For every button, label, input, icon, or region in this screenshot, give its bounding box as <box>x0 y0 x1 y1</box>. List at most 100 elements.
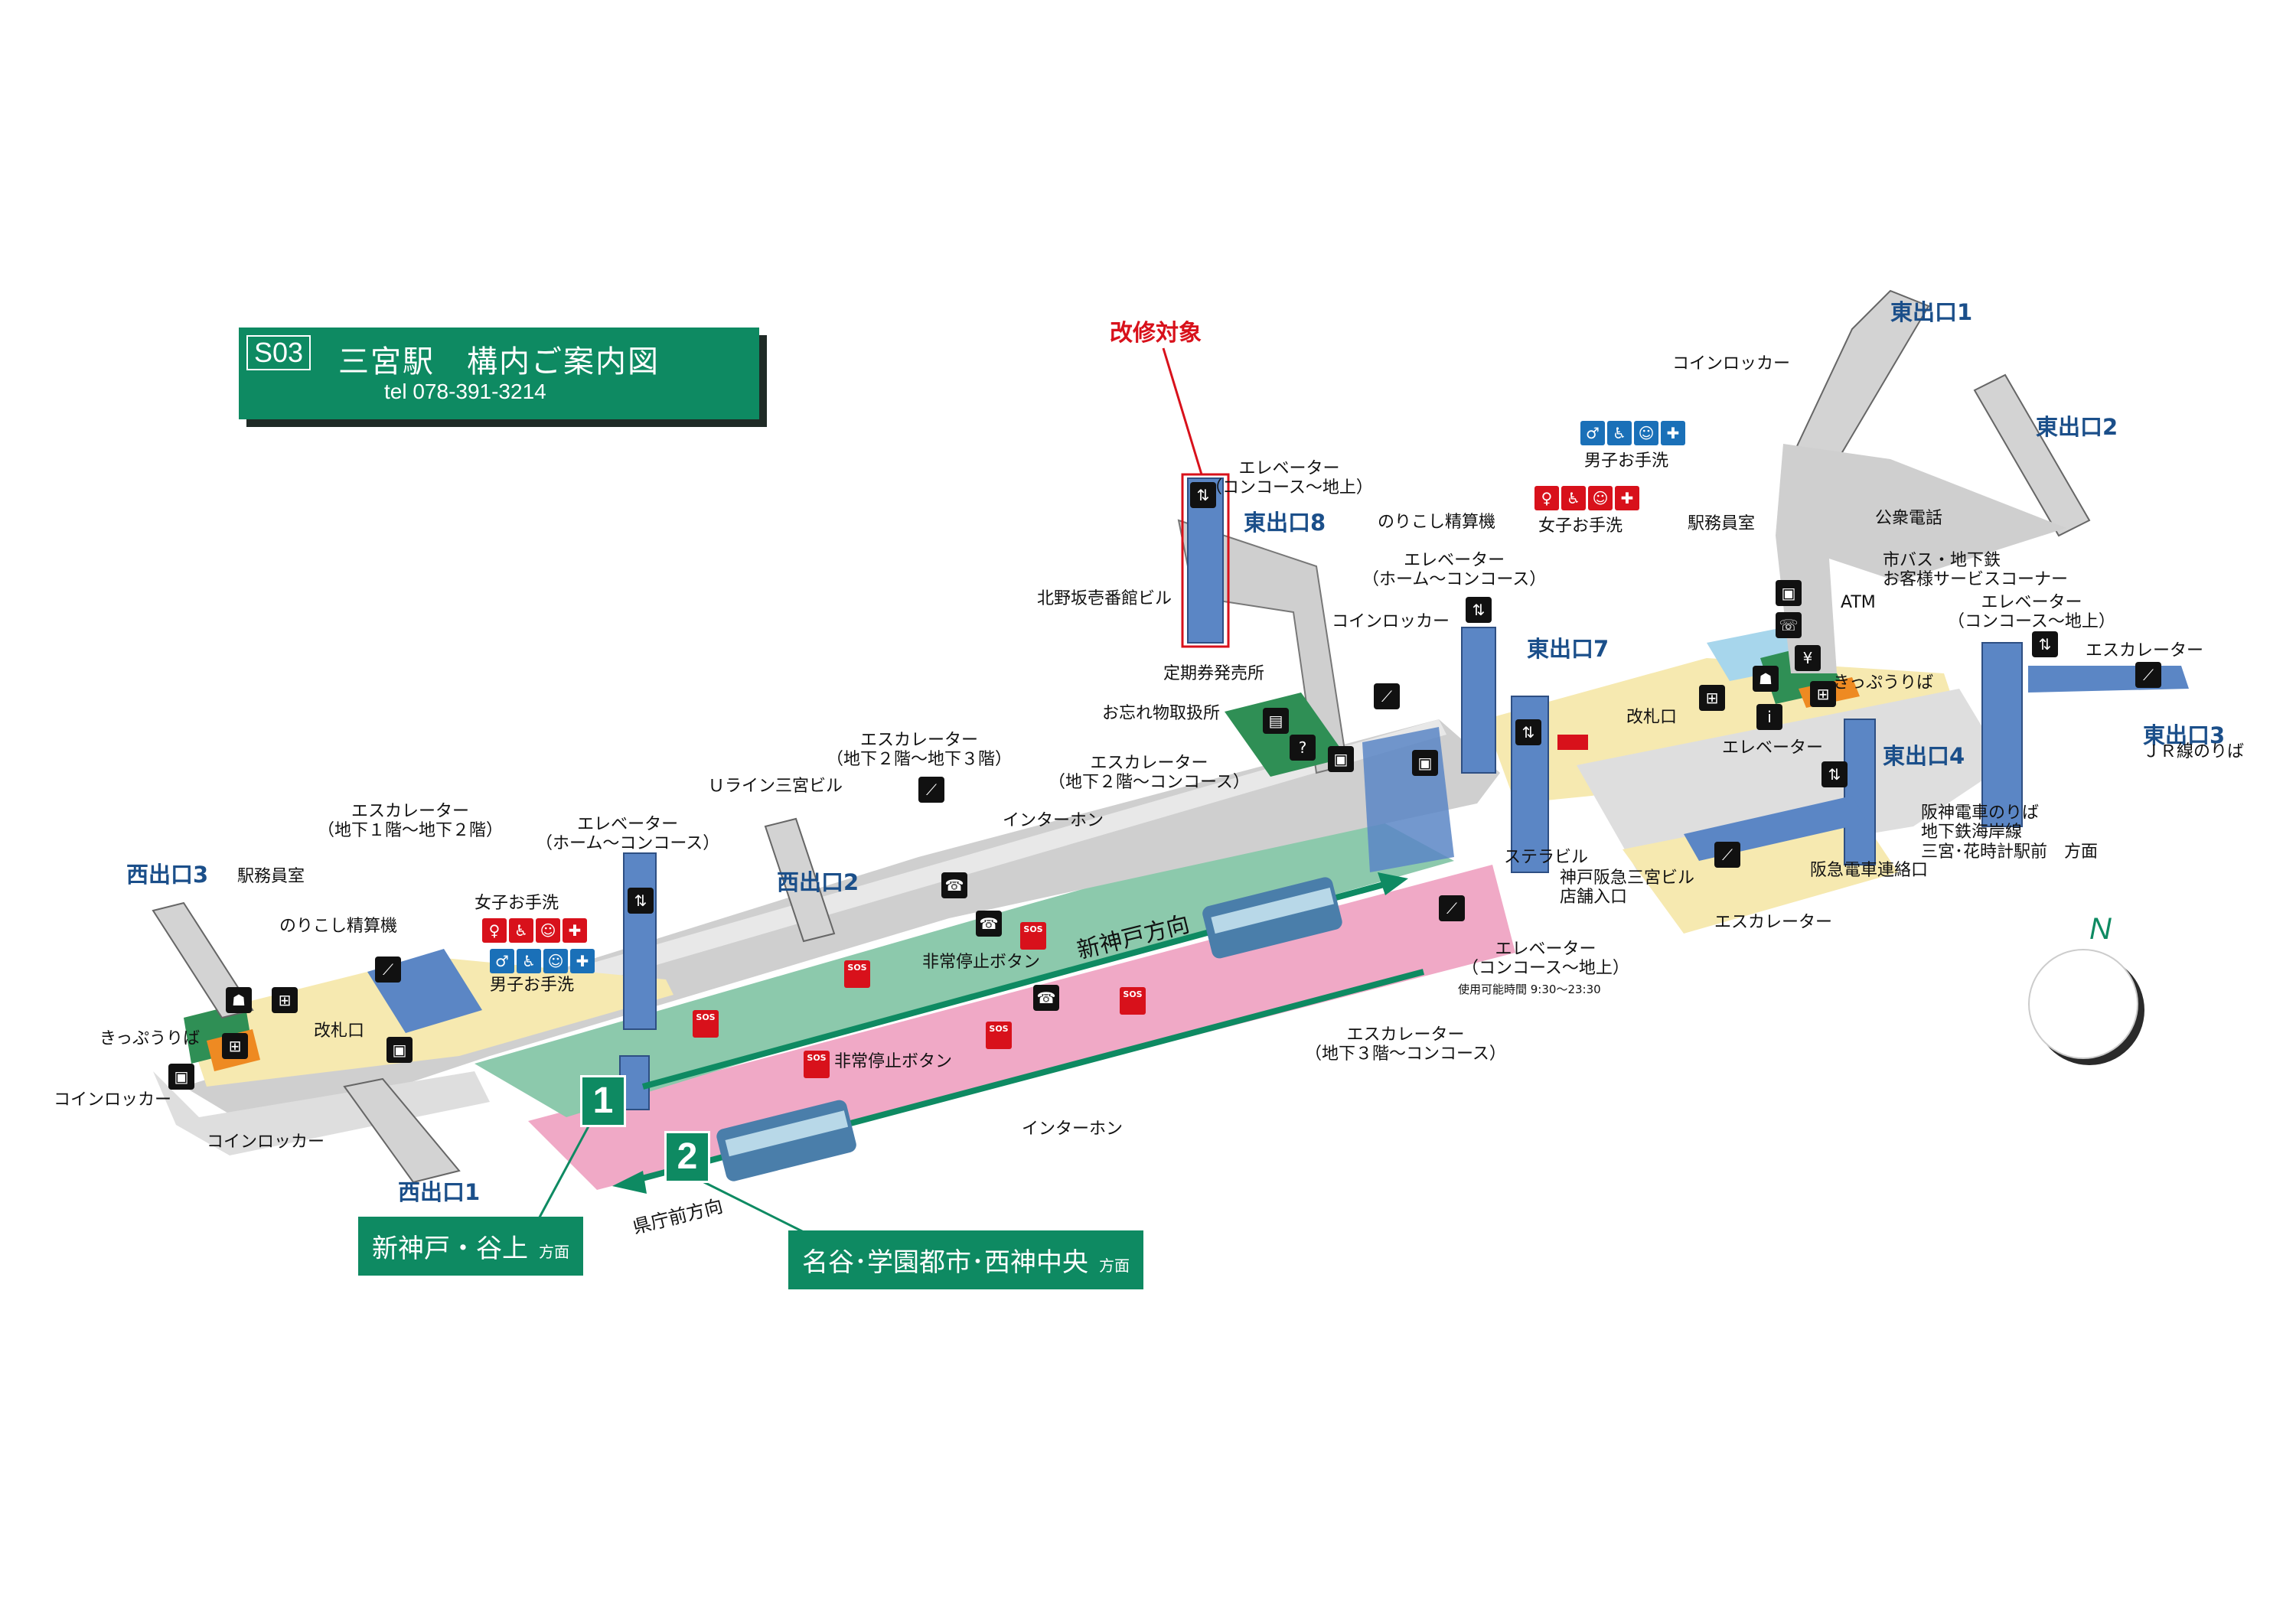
elevator-shaft-mid <box>1461 627 1496 774</box>
fare-adjust-icon: ⊞ <box>1699 685 1725 711</box>
west-exit1-stairs <box>343 1077 461 1184</box>
exit-east2[interactable]: 東出口2 <box>2036 414 2118 440</box>
label-teiki: 定期券発売所 <box>1163 664 1265 683</box>
label-men-wc-east: 男子お手洗 <box>1584 451 1669 471</box>
label-atm: ATM <box>1841 593 1876 612</box>
label-station-office-east: 駅務員室 <box>1688 514 1756 533</box>
accessible-toilet-icon: ♿ <box>517 949 541 973</box>
direction-box-track2: 名谷･学園都市･西神中央方面 <box>788 1230 1143 1289</box>
renovation-frame <box>1181 473 1230 648</box>
escalator-icon: ⟋ <box>2135 662 2161 688</box>
exit-west2[interactable]: 西出口2 <box>777 869 859 895</box>
label-elev-hours: 使用可能時間 9:30～23:30 <box>1458 983 1601 996</box>
baby-care-icon: ☺ <box>1634 421 1658 445</box>
station-office-icon: ☗ <box>1753 666 1779 692</box>
station-name: 三宮駅 構内ご案内図 <box>338 344 660 380</box>
label-stella: ステラビル <box>1504 848 1589 867</box>
direction-track1-suffix: 方面 <box>539 1243 569 1261</box>
label-elev-concourse-ground-east: エレベーター （コンコース～地上） <box>1948 593 2115 632</box>
station-office-icon: ☗ <box>226 987 252 1013</box>
east-gate-marker <box>1557 735 1588 750</box>
label-kippu-east: きっぷうりば <box>1833 673 1934 693</box>
label-esc-b3-concourse: エスカレーター （地下３階～コンコース） <box>1305 1025 1506 1064</box>
station-code: S03 <box>246 335 311 370</box>
label-wasuremono: お忘れ物取扱所 <box>1102 704 1221 723</box>
label-women-wc-west: 女子お手洗 <box>475 894 559 913</box>
escalator-icon: ⟋ <box>1439 895 1465 921</box>
exit-east1[interactable]: 東出口1 <box>1890 299 1973 325</box>
ticket-icon: ▤ <box>1263 708 1289 734</box>
ticket-machine-icon: ⊞ <box>222 1033 248 1059</box>
label-women-wc-east: 女子お手洗 <box>1538 517 1623 536</box>
escalator-east3 <box>2028 666 2189 693</box>
exit-east4[interactable]: 東出口4 <box>1883 743 1965 769</box>
baby-care-icon: ☺ <box>543 949 568 973</box>
dir2-leader <box>696 1177 804 1234</box>
compass-north-label: N <box>2089 912 2112 946</box>
men-toilet-icon: ♂ <box>1580 421 1605 445</box>
label-intercom-top: インターホン <box>1003 811 1104 830</box>
phone-icon: ☏ <box>1776 612 1802 638</box>
exit-west3[interactable]: 西出口3 <box>126 862 209 888</box>
elevator-shaft-east4 <box>1844 719 1876 865</box>
label-elev-home-concourse-mid: エレベーター （ホーム～コンコース） <box>1362 551 1547 590</box>
label-emergency-bottom: 非常停止ボタン <box>834 1052 953 1071</box>
fare-adjust-icon: ⊞ <box>272 987 298 1013</box>
label-esc-b2-concourse: エスカレーター （地下２階～コンコース） <box>1049 754 1250 793</box>
direction-track1-main: 新神戸・谷上 <box>372 1234 528 1264</box>
baby-care-icon: ☺ <box>1588 486 1613 510</box>
main-corridor-top <box>429 719 1446 1029</box>
escalator-icon: ⟋ <box>1714 842 1740 868</box>
men-toilet-icon: ♂ <box>490 949 514 973</box>
elevator-icon: ⇅ <box>1821 761 1848 787</box>
label-escalator-east-lower: エスカレーター <box>1714 913 1833 932</box>
east-exit1-stairs <box>1789 289 1930 476</box>
escalator-icon: ⟋ <box>375 957 401 983</box>
label-elev-concourse-ground-top: エレベーター （コンコース～地上） <box>1205 459 1373 498</box>
label-kaisatsu-west: 改札口 <box>314 1022 365 1041</box>
west-concourse-floor <box>153 1071 490 1155</box>
east-exit2-stairs <box>1973 373 2091 537</box>
platform-1-badge: 1 <box>580 1075 626 1127</box>
renovation-label: 改修対象 <box>1110 320 1202 347</box>
coin-locker-icon: ▣ <box>168 1064 194 1090</box>
sos-icon: SOS <box>693 1010 719 1038</box>
baby-care-icon: ☺ <box>536 918 560 943</box>
ostomate-icon: ✚ <box>563 918 587 943</box>
label-elev-concourse-ground-low: エレベーター （コンコース～地上） <box>1462 940 1629 979</box>
sos-icon: SOS <box>1020 922 1046 950</box>
sos-icon: SOS <box>844 960 870 988</box>
label-coin-locker-west1: コインロッカー <box>54 1090 172 1110</box>
label-norikoshi-west: のりこし精算機 <box>279 917 398 936</box>
sos-icon: SOS <box>804 1051 830 1078</box>
platform-1-area <box>475 811 1454 1117</box>
elevator-shaft-west <box>623 852 657 1030</box>
compass: N <box>2028 912 2138 1059</box>
dir1-leader <box>534 1124 591 1225</box>
coin-locker-icon: ▣ <box>1328 746 1354 772</box>
lost-property-icon: ? <box>1290 735 1316 761</box>
escalator-mid <box>1362 727 1454 872</box>
direction-box-track1: 新神戸・谷上方面 <box>358 1217 583 1276</box>
elevator-icon: ⇅ <box>1515 719 1541 745</box>
ticket-machine-icon: ⊞ <box>1810 681 1836 707</box>
elevator-icon: ⇅ <box>1466 597 1492 623</box>
east-corridor <box>1776 444 2066 673</box>
accessible-toilet-icon: ♿ <box>1561 486 1586 510</box>
exit-east3[interactable]: 東出口3 <box>2143 722 2226 748</box>
elevator-icon: ⇅ <box>2032 631 2058 657</box>
label-kippu-west: きっぷうりば <box>99 1029 201 1048</box>
label-station-office-west: 駅務員室 <box>237 867 305 886</box>
label-elevator-east: エレベーター <box>1722 738 1824 758</box>
label-hankyu-exit: 阪急電車連絡口 <box>1810 861 1929 880</box>
sos-icon: SOS <box>1120 987 1146 1015</box>
label-uline: Ｕライン三宮ビル <box>708 777 843 796</box>
train-upper <box>1202 877 1342 959</box>
direction-track2-suffix: 方面 <box>1099 1256 1130 1275</box>
exit-east8[interactable]: 東出口8 <box>1244 510 1326 536</box>
exit-east7[interactable]: 東出口7 <box>1527 636 1609 662</box>
elevator-icon: ⇅ <box>628 888 654 914</box>
label-bus-service: 市バス・地下鉄 お客様サービスコーナー <box>1883 551 2069 590</box>
label-escalator-east: エスカレーター <box>2086 641 2204 660</box>
exit-west1[interactable]: 西出口1 <box>398 1179 481 1205</box>
